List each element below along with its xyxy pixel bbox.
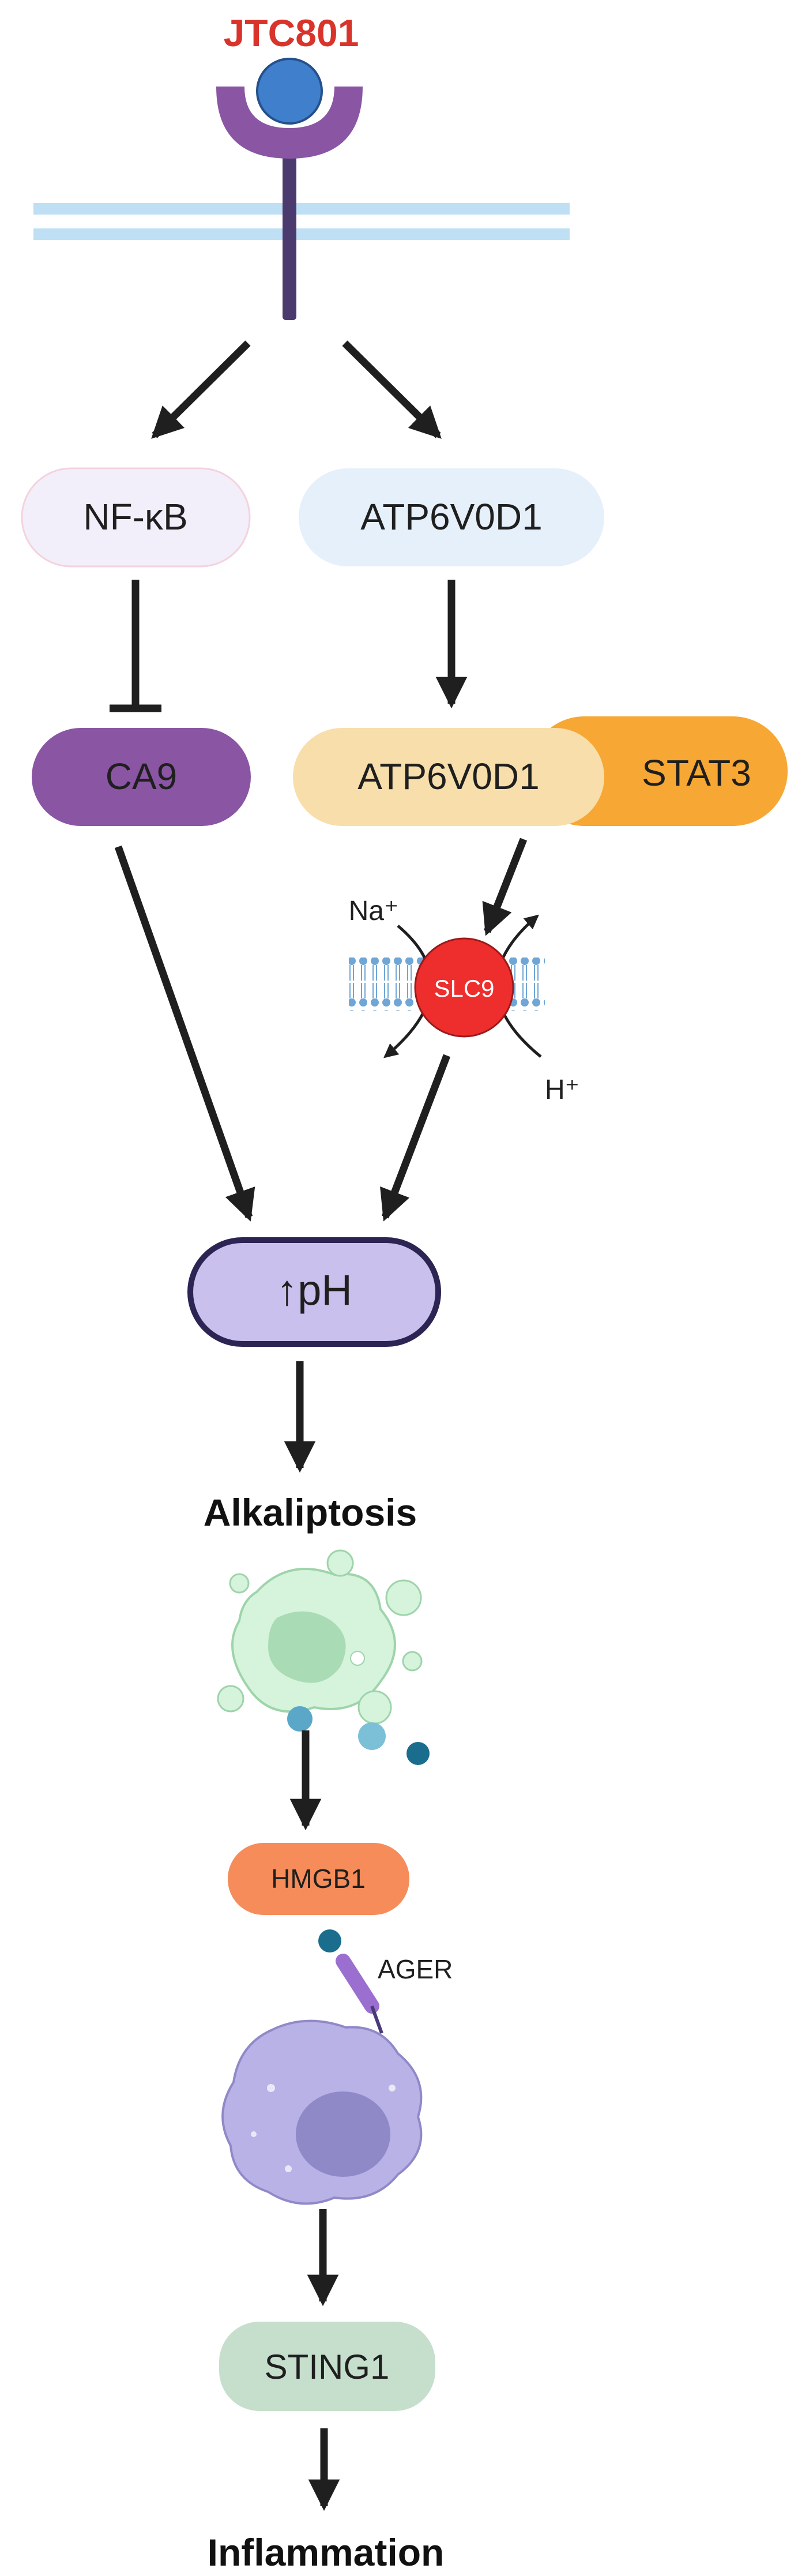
receptor-icon	[216, 87, 363, 159]
ca9-node: CA9	[32, 728, 251, 826]
cell-membrane	[33, 203, 570, 240]
receptor-stalk	[283, 156, 296, 320]
arrow-receptor-to-nfkb	[151, 340, 251, 439]
nfkb-node: NF-κB	[21, 467, 251, 568]
na-ion-label: Na⁺	[349, 896, 399, 926]
h-ion-label: H⁺	[545, 1075, 579, 1105]
atp6v0d1-node: ATP6V0D1	[299, 468, 604, 566]
drug-label: JTC801	[224, 12, 359, 54]
atp6v0d1-top-label: ATP6V0D1	[360, 496, 542, 538]
ager-label: AGER	[378, 1954, 453, 1984]
sting1-node: STING1	[219, 2322, 435, 2411]
ligand-icon	[256, 58, 323, 125]
nfkb-label: NF-κB	[83, 496, 187, 538]
hmgb1-node: HMGB1	[228, 1843, 409, 1915]
atp6v0d1-complex-node	[293, 728, 604, 826]
ager-receptor-icon	[318, 1929, 383, 2034]
immune-cell-icon	[221, 2019, 423, 2205]
ph-node: ↑pH	[187, 1237, 441, 1347]
arrow-ca9-to-ph	[114, 845, 255, 1222]
hmgb1-label: HMGB1	[271, 1864, 366, 1894]
stat3-label: STAT3	[642, 752, 751, 794]
ph-label: ↑pH	[276, 1266, 352, 1314]
slc9-label: SLC9	[434, 975, 494, 1002]
ca9-label: CA9	[106, 756, 178, 797]
dying-cell-icon	[217, 1549, 430, 1765]
atp6v0d1-stat3-complex: ATP6V0D1 STAT3	[293, 716, 788, 826]
slc9-node	[414, 937, 514, 1038]
inflammation-label: Inflammation	[208, 2531, 445, 2574]
arrow-slc9-to-ph	[380, 1054, 451, 1222]
alkaliptosis-label: Alkaliptosis	[204, 1491, 417, 1534]
arrow-receptor-to-atp6v0d1	[342, 340, 442, 439]
inhibit-nfkb-to-ca9	[110, 580, 161, 712]
arrow-complex-to-slc9	[482, 838, 528, 936]
atp6v0d1-complex-label: ATP6V0D1	[357, 756, 539, 797]
sting1-label: STING1	[265, 2348, 390, 2386]
